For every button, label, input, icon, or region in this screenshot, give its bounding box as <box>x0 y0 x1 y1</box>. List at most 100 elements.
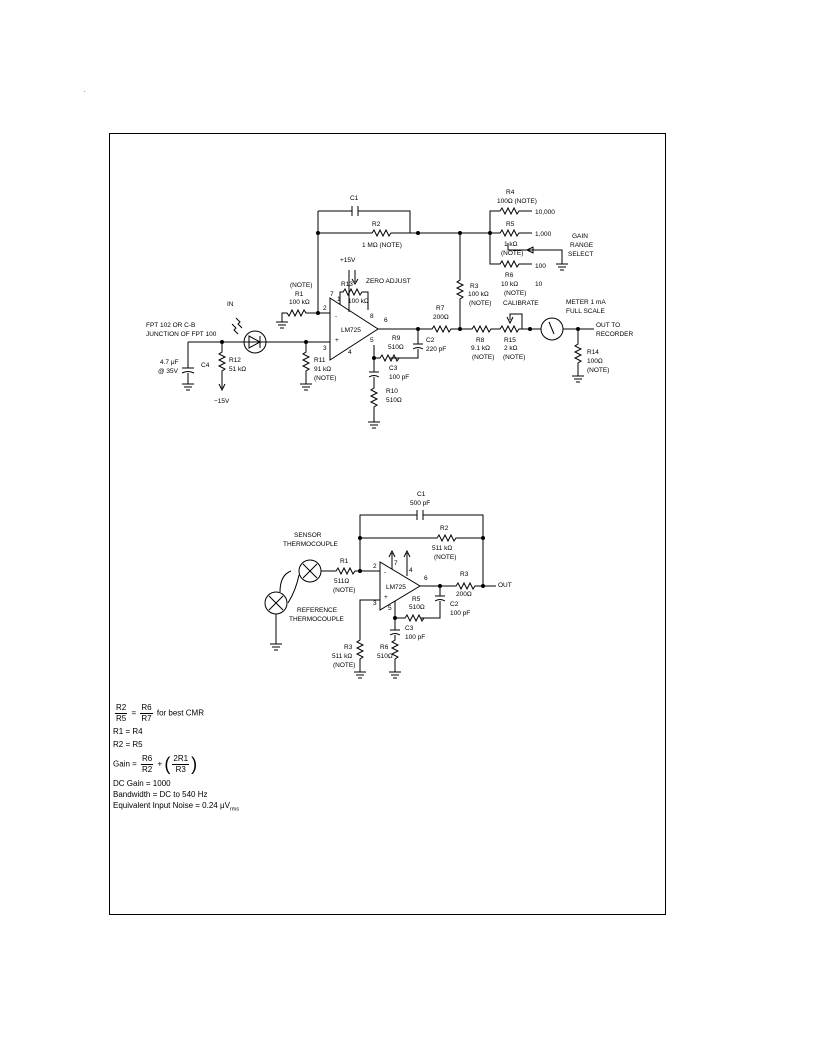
fpt-label-1: FPT 102 OR C-B <box>146 322 195 329</box>
r1-value: 100 kΩ <box>289 299 310 306</box>
r11-note: (NOTE) <box>314 375 336 382</box>
r6-note: (NOTE) <box>504 290 526 297</box>
plus-sign-2: + <box>384 594 388 601</box>
pin4-2: 4 <box>409 567 413 574</box>
sensor-label-1: SENSOR <box>294 532 322 539</box>
sensor-label-2: THERMOCOUPLE <box>283 541 339 548</box>
r13-value: 100 kΩ <box>348 298 369 305</box>
calibrate-label: CALIBRATE <box>503 300 539 307</box>
circuit-2-thermocouple-amplifier: C1 500 pF R2 511 kΩ (NOTE) SENSOR THERMO… <box>264 491 512 679</box>
gain-label: Gain = <box>113 759 137 769</box>
r10-label: R10 <box>386 388 398 395</box>
gain-10000: 10,000 <box>535 209 555 216</box>
r2-label: R2 <box>372 221 381 228</box>
gain-100: 100 <box>535 263 546 270</box>
left-paren: ( <box>164 754 171 774</box>
out-label-2: RECORDER <box>596 331 634 338</box>
r6-value: 10 kΩ <box>501 281 518 288</box>
r8-value: 9.1 kΩ <box>471 345 490 352</box>
gain2-num: 2R1 <box>172 753 190 765</box>
opamp-label-2: LM725 <box>386 584 406 591</box>
opamp-label: LM725 <box>341 327 361 334</box>
c2-label: C2 <box>426 337 435 344</box>
pin1: 1 <box>337 296 341 303</box>
gain-den: R2 <box>142 764 153 774</box>
r9-value: 510Ω <box>388 344 404 351</box>
figure-frame <box>109 133 666 915</box>
c4-value-1: 4.7 μF <box>160 359 179 366</box>
noise-sub: rms <box>229 806 240 813</box>
r13-label: R13 <box>341 281 353 288</box>
r12-label: R12 <box>229 357 241 364</box>
r11-label: R11 <box>314 357 326 364</box>
noise-main: Equivalent Input Noise = 0.24 μV <box>113 800 230 810</box>
eq1-a-den: R5 <box>116 714 127 723</box>
c2-label-2: C2 <box>450 601 459 608</box>
eq1-a-num: R2 <box>115 703 128 714</box>
page-mark: . <box>84 88 86 94</box>
r1-note: (NOTE) <box>290 282 312 289</box>
r3-label-2: R3 <box>344 644 353 651</box>
input-noise: Equivalent Input Noise = 0.24 μVrms <box>113 801 239 813</box>
r15-value: 2 kΩ <box>504 345 518 352</box>
r15-label: R15 <box>504 337 516 344</box>
pin6-2: 6 <box>424 575 428 582</box>
minus-sign-2: - <box>384 569 386 576</box>
r8-note: (NOTE) <box>472 354 494 361</box>
r2-r5-equation: R2 = R5 <box>113 740 143 749</box>
r3-note-2: (NOTE) <box>333 662 355 669</box>
eq1-b-den: R7 <box>141 714 152 723</box>
right-paren: ) <box>191 754 198 774</box>
reference-label-1: REFERENCE <box>297 607 338 614</box>
gain-range-1: GAIN <box>572 233 588 240</box>
dc-gain: DC Gain = 1000 <box>113 778 171 788</box>
r6-label: R6 <box>505 272 514 279</box>
r10-value: 510Ω <box>386 397 402 404</box>
r6-label-2: R6 <box>380 644 389 651</box>
gain-plus: + <box>157 759 163 769</box>
c1-value-2: 500 pF <box>410 500 430 507</box>
out-label-1: OUT TO <box>596 322 620 329</box>
pin2: 2 <box>323 305 327 312</box>
r7-label: R7 <box>436 305 445 312</box>
r4-value: 100Ω (NOTE) <box>497 198 537 205</box>
r1-r4-equation: R1 = R4 <box>113 727 143 736</box>
c4-label: C4 <box>201 362 210 369</box>
r5-label-2: R5 <box>412 596 421 603</box>
c1-label-2: C1 <box>417 491 426 498</box>
r2-value-2: 511 kΩ <box>432 545 452 552</box>
r14-value: 100Ω <box>587 358 603 365</box>
reference-label-2: THERMOCOUPLE <box>289 616 345 623</box>
zero-adjust-label: ZERO ADJUST <box>366 278 411 285</box>
r5-value: 1 kΩ <box>504 241 518 248</box>
r1-value-2: 511Ω <box>334 578 349 585</box>
gain-10: 10 <box>535 281 543 288</box>
c1-label: C1 <box>350 195 359 202</box>
r12-value: 51 kΩ <box>229 366 246 373</box>
c4-value-2: @ 35V <box>158 368 179 375</box>
r2-value: 1 MΩ (NOTE) <box>362 242 402 249</box>
eq1-b-num: R6 <box>140 703 153 714</box>
bandwidth: Bandwidth = DC to 540 Hz <box>113 789 208 799</box>
r1-label-2: R1 <box>340 558 349 565</box>
minus-sign: - <box>335 313 337 320</box>
r3-out-value: 200Ω <box>456 591 472 598</box>
r3-value-2: 511 kΩ <box>332 653 352 660</box>
pin3: 3 <box>323 345 327 352</box>
r2-label-2: R2 <box>440 525 449 532</box>
r14-label: R14 <box>587 349 599 356</box>
r14-note: (NOTE) <box>587 367 609 374</box>
r3-out-label: R3 <box>460 571 469 578</box>
pin3-2: 3 <box>373 600 377 607</box>
gain2-den: R3 <box>175 764 186 774</box>
r6-value-2: 510Ω <box>377 653 393 660</box>
c2-value: 220 pF <box>426 346 446 353</box>
plus15-label: +15V <box>340 257 356 264</box>
pin7-2: 7 <box>394 560 398 567</box>
pin6: 6 <box>384 317 388 324</box>
fpt-label-2: JUNCTION OF FPT 100 <box>146 331 217 338</box>
c3-value: 100 pF <box>389 374 409 381</box>
